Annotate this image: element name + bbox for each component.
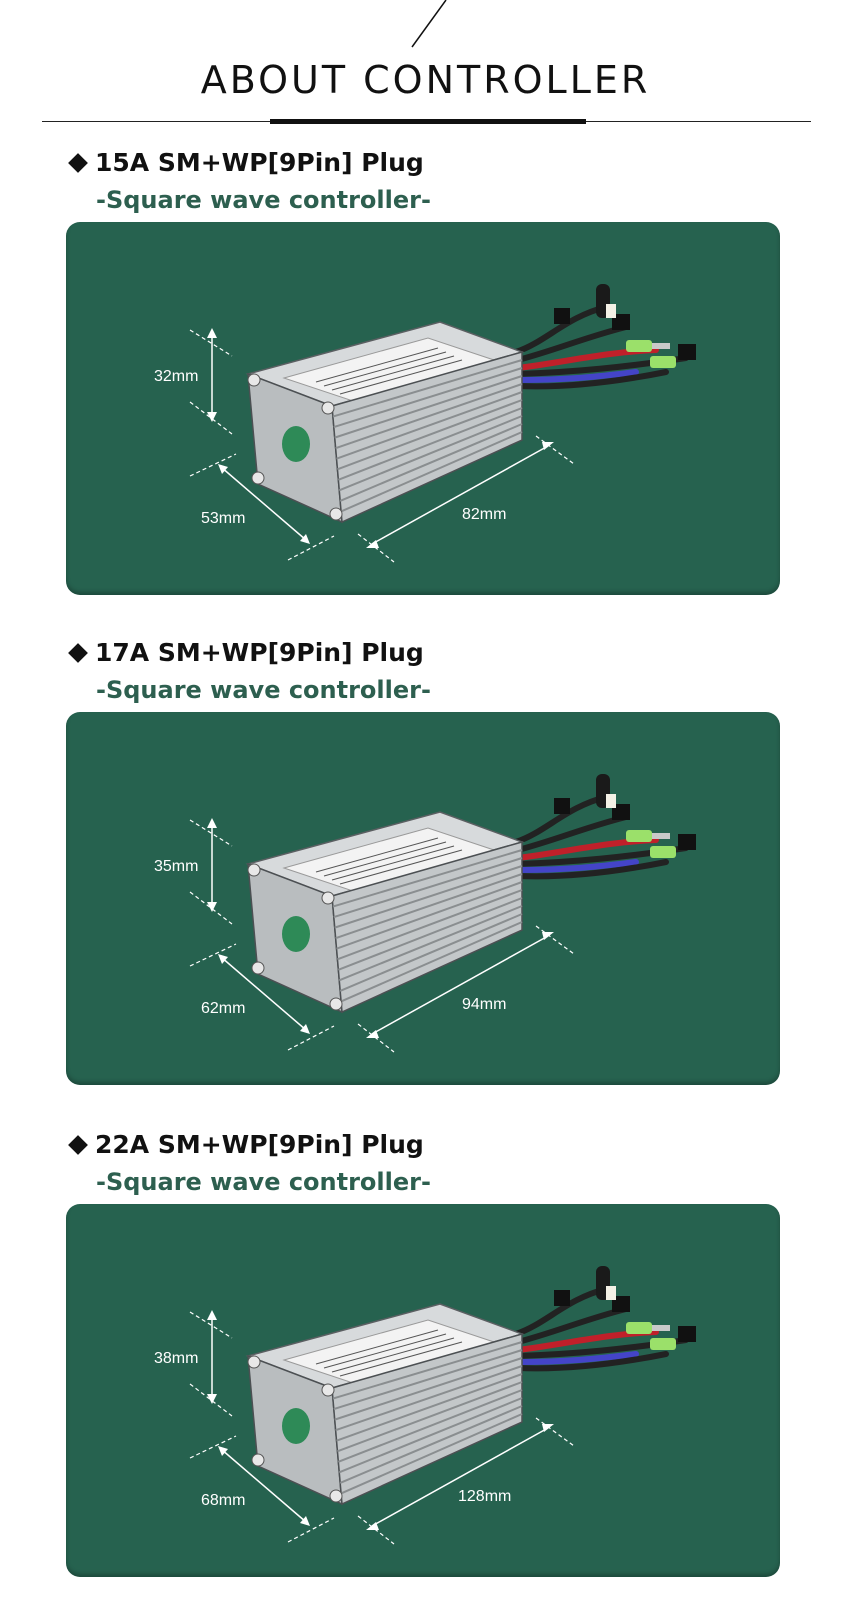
dimension-height-label: 32mm: [154, 368, 199, 385]
section-heading: 15A SM+WP[9Pin] Plug: [68, 148, 424, 177]
dimension-width-label: 62mm: [201, 1000, 246, 1017]
controller-section-22a: 22A SM+WP[9Pin] Plug -Square wave contro…: [0, 1130, 851, 1600]
dimension-width-label: 68mm: [201, 1492, 246, 1509]
section-heading: 17A SM+WP[9Pin] Plug: [68, 638, 424, 667]
dimension-height-label: 38mm: [154, 1350, 199, 1367]
section-heading-text: 17A SM+WP[9Pin] Plug: [95, 638, 424, 667]
diamond-bullet-icon: [68, 642, 88, 663]
dimension-length-label: 82mm: [462, 506, 507, 523]
dimension-length-label: 128mm: [458, 1488, 512, 1505]
section-heading: 22A SM+WP[9Pin] Plug: [68, 1130, 424, 1159]
controller-box-image: [189, 284, 696, 563]
product-image-panel: 38mm 68mm 128mm: [66, 1204, 780, 1577]
page-title: ABOUT CONTROLLER: [200, 58, 651, 102]
section-subheading: -Square wave controller-: [96, 676, 431, 704]
product-image-panel: 32mm 53mm 82mm: [66, 222, 780, 595]
section-heading-text: 15A SM+WP[9Pin] Plug: [95, 148, 424, 177]
controller-box-image: [189, 774, 696, 1053]
dimension-height-label: 35mm: [154, 858, 199, 875]
dimension-length-label: 94mm: [462, 996, 507, 1013]
diamond-bullet-icon: [68, 152, 88, 173]
section-subheading: -Square wave controller-: [96, 186, 431, 214]
section-heading-text: 22A SM+WP[9Pin] Plug: [95, 1130, 424, 1159]
controller-section-15a: 15A SM+WP[9Pin] Plug -Square wave contro…: [0, 148, 851, 618]
dimension-width-label: 53mm: [201, 510, 246, 527]
product-image-panel: 35mm 62mm 94mm: [66, 712, 780, 1085]
controller-box-image: [189, 1266, 696, 1545]
section-subheading: -Square wave controller-: [96, 1168, 431, 1196]
diamond-bullet-icon: [68, 1134, 88, 1155]
controller-section-17a: 17A SM+WP[9Pin] Plug -Square wave contro…: [0, 638, 851, 1108]
title-underline: [270, 119, 586, 124]
decorative-slash: [411, 0, 447, 48]
